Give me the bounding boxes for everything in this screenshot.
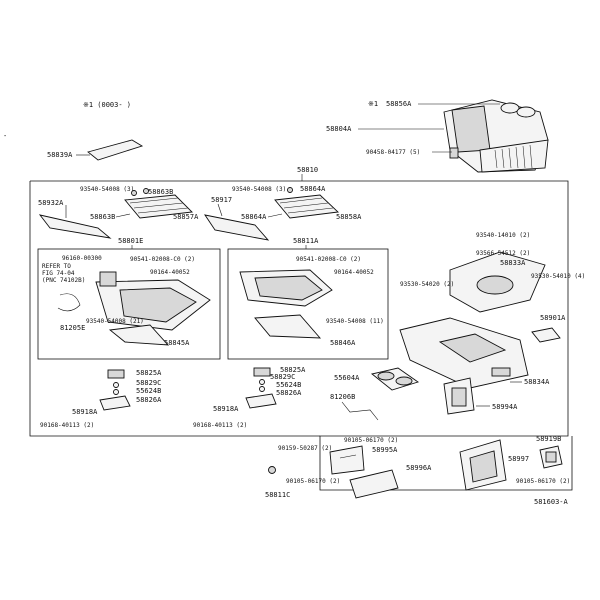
label-58863B: 58863B bbox=[148, 188, 173, 196]
label-58811A: 58811A bbox=[293, 237, 319, 245]
label-90105-b: 90105-06170 (2) bbox=[286, 478, 340, 485]
label-58856A: 58856A bbox=[386, 100, 412, 108]
label-58932A: 58932A bbox=[38, 199, 64, 207]
label-58901A: 58901A bbox=[540, 314, 566, 322]
label-81205E: 81205E bbox=[60, 324, 85, 332]
label-58997: 58997 bbox=[508, 455, 529, 463]
label-58846A: 58846A bbox=[330, 339, 356, 347]
label-90159: 90159-50287 (2) bbox=[278, 445, 332, 452]
label-58857A: 58857A bbox=[173, 213, 199, 221]
note-header: ※1 (0003- ) bbox=[83, 101, 131, 109]
clip-group-left bbox=[99, 369, 131, 411]
nut-58811C bbox=[268, 466, 276, 474]
label-55624B-m: 55624B bbox=[276, 381, 301, 389]
label-58918A-l: 58918A bbox=[72, 408, 98, 416]
frame-58997 bbox=[459, 439, 507, 491]
label-93530-b: 93530-54010 (4) bbox=[531, 273, 585, 280]
label-58825A-m: 58825A bbox=[280, 366, 306, 374]
label-93540-b: 93540-54008 (3) bbox=[232, 186, 286, 193]
label-58829C-l: 58829C bbox=[136, 379, 161, 387]
label-58845A: 58845A bbox=[164, 339, 190, 347]
label-93530-a: 93530-54020 (2) bbox=[400, 281, 454, 288]
label-90168-m: 90168-40113 (2) bbox=[193, 422, 247, 429]
label-58826A-m: 58826A bbox=[276, 389, 302, 397]
upper-panel-58804A bbox=[443, 99, 549, 173]
footer-code: 581603-A bbox=[534, 498, 569, 506]
label-58918A-m: 58918A bbox=[213, 405, 239, 413]
label-refer-2: FIG 74-04 bbox=[42, 270, 75, 277]
label-93540-c: 93540-54008 (21) bbox=[86, 318, 144, 325]
plate-58845A bbox=[108, 324, 170, 346]
label-81206B: 81206B bbox=[330, 393, 355, 401]
console-58833A bbox=[449, 251, 546, 313]
label-58917: 58917 bbox=[211, 196, 232, 204]
cover-58919B bbox=[539, 445, 563, 469]
label-93540-d: 93540-54008 (11) bbox=[326, 318, 384, 325]
pad-58917 bbox=[204, 214, 270, 241]
tray-58811A bbox=[239, 269, 333, 307]
label-96160: 96160-00300 bbox=[62, 255, 102, 262]
label-90105-c: 90105-06170 (2) bbox=[516, 478, 570, 485]
label-90541-a: 90541-02008-C0 (2) bbox=[130, 256, 195, 263]
label-refer-3: (PNC 74102B) bbox=[42, 277, 85, 284]
sub-box-58811A bbox=[227, 248, 389, 360]
cup-holder-55604A bbox=[370, 367, 420, 391]
label-90164-a: 90164-40052 bbox=[150, 269, 190, 276]
label-refer-1: REFER TO bbox=[42, 263, 71, 270]
plate-58846A bbox=[254, 314, 322, 339]
label-58996A: 58996A bbox=[406, 464, 432, 472]
label-58810: 58810 bbox=[297, 166, 318, 174]
label-58995A: 58995A bbox=[372, 446, 398, 454]
label-note1: ※1 bbox=[368, 100, 378, 108]
label-58864A: 58864A bbox=[241, 213, 267, 221]
label-58829C-m: 58829C bbox=[270, 373, 295, 381]
label-58839A: 58839A bbox=[47, 151, 73, 159]
bracket-58995A bbox=[329, 445, 365, 475]
label-90168-l: 90168-40113 (2) bbox=[40, 422, 94, 429]
sub-box-58801E bbox=[37, 248, 221, 360]
label-90541-b: 90541-02008-C0 (2) bbox=[296, 256, 361, 263]
label-58801E: 58801E bbox=[118, 237, 143, 245]
label-58811C: 58811C bbox=[265, 491, 290, 499]
label-58833A: 58833A bbox=[500, 259, 526, 267]
margin-mark: - bbox=[3, 132, 7, 140]
label-58858A: 58858A bbox=[336, 213, 362, 221]
label-58804A: 58804A bbox=[326, 125, 352, 133]
label-58863B-2: 58863B bbox=[90, 213, 115, 221]
bracket-58864A bbox=[274, 187, 340, 219]
bracket-58996A bbox=[349, 469, 399, 499]
label-58825A-l: 58825A bbox=[136, 369, 162, 377]
tray-58801E bbox=[95, 271, 211, 331]
label-58994A: 58994A bbox=[492, 403, 518, 411]
label-55624B-l: 55624B bbox=[136, 387, 161, 395]
lid-58839A bbox=[87, 139, 144, 161]
label-55604A: 55604A bbox=[334, 374, 360, 382]
label-58834A: 58834A bbox=[524, 378, 550, 386]
label-93566: 93566-54512 (2) bbox=[476, 250, 530, 257]
pad-58932A bbox=[38, 214, 112, 239]
label-90105-a: 90105-06170 (2) bbox=[344, 437, 398, 444]
label-93540-a: 93540-54008 (3) bbox=[80, 186, 134, 193]
label-93540-14010: 93540-14010 (2) bbox=[476, 232, 530, 239]
frame-58994A bbox=[443, 377, 475, 415]
label-58864A-top: 58864A bbox=[300, 185, 326, 193]
console-58834A bbox=[399, 317, 529, 389]
label-58919B: 58919B bbox=[536, 435, 561, 443]
bracket-58901A bbox=[531, 327, 561, 343]
bracket-58863B bbox=[124, 188, 193, 219]
label-58826A-l: 58826A bbox=[136, 396, 162, 404]
clip-group-middle bbox=[245, 367, 277, 409]
label-90458-04177: 90458-04177 (5) bbox=[366, 149, 420, 156]
label-90164-b: 90164-40052 bbox=[334, 269, 374, 276]
